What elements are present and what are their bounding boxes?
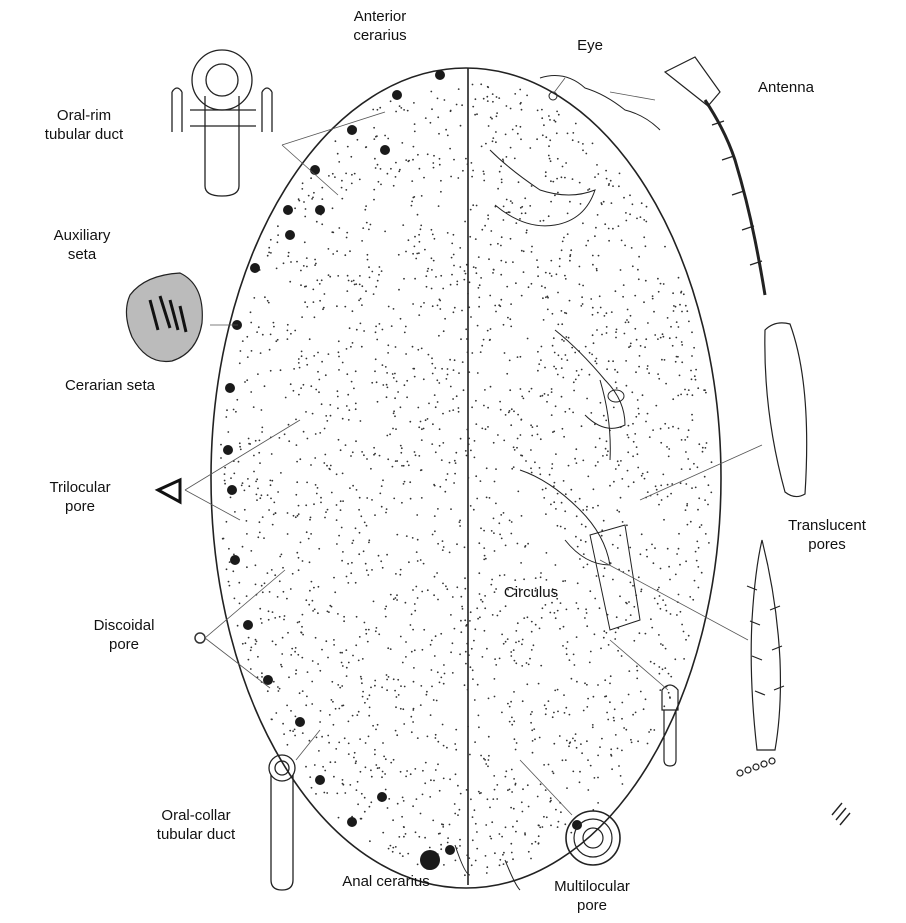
label-oral-rim-1: Oral-rim: [57, 107, 111, 124]
label-auxiliary-seta-2: seta: [68, 246, 97, 263]
antenna-detail: [665, 57, 765, 295]
label-anal-cerarius: Anal cerarius: [342, 873, 430, 890]
hind-leg-outline: [751, 540, 780, 750]
cerarius-cluster: [295, 717, 305, 727]
multilocular-pore-icon: [566, 811, 620, 865]
cerarius-cluster: [377, 792, 387, 802]
small-mark: [832, 803, 850, 825]
cerarius-cluster: [392, 90, 402, 100]
label-oral-collar-2: tubular duct: [157, 826, 236, 843]
circulus-area-mark: [608, 390, 624, 402]
ventral-features: [455, 76, 660, 890]
cerarius-cluster: [243, 620, 253, 630]
cerarius-cluster: [223, 445, 233, 455]
labels: Anterior cerarius Eye Antenna Oral-rim t…: [45, 8, 867, 914]
label-discoidal-2: pore: [109, 636, 139, 653]
label-trilocular-1: Trilocular: [49, 479, 110, 496]
cerarius-cluster: [347, 817, 357, 827]
cerarius-cluster: [310, 165, 320, 175]
body-stipple: [220, 83, 712, 876]
cerarius-cluster: [285, 230, 295, 240]
label-oral-rim-2: tubular duct: [45, 126, 124, 143]
cerarius-cluster: [227, 485, 237, 495]
cerarius-cluster: [435, 70, 445, 80]
label-trilocular-2: pore: [65, 498, 95, 515]
cerarius-cluster: [225, 383, 235, 393]
anal-seta-right: [505, 860, 520, 890]
label-oral-collar-1: Oral-collar: [161, 807, 230, 824]
cerarius-cluster: [347, 125, 357, 135]
discoidal-pore-icon: [195, 633, 205, 643]
translucent-pore-oval: [765, 323, 807, 497]
translucent-pore-detail: [765, 323, 807, 497]
label-translucent-2: pores: [808, 536, 846, 553]
antenna-scape: [665, 57, 720, 106]
cerarius-cluster: [315, 205, 325, 215]
cerarius-cluster: [250, 263, 260, 273]
hind-leg-pores: [737, 758, 775, 776]
label-eye: Eye: [577, 37, 603, 54]
label-multilocular-2: pore: [577, 897, 607, 914]
antenna-base: [540, 76, 660, 130]
leader-lines: [185, 78, 762, 815]
cerarian-detail: [126, 273, 202, 362]
trilocular-pore-icon: [158, 480, 180, 502]
oral-rim-duct-detail: [172, 50, 272, 196]
label-multilocular-1: Multilocular: [554, 878, 630, 895]
cerarius-cluster: [315, 775, 325, 785]
cerarius-cluster: [283, 205, 293, 215]
label-translucent-1: Translucent: [788, 517, 867, 534]
label-circulus: Circulus: [504, 584, 558, 601]
label-anterior-cerarius-1: Anterior: [354, 8, 407, 25]
cerarius-cluster: [380, 145, 390, 155]
cerarii-marks: [223, 70, 582, 870]
label-discoidal-1: Discoidal: [94, 617, 155, 634]
hind-leg-detail: [737, 540, 784, 776]
foreleg: [490, 150, 595, 226]
cerarius-cluster: [230, 555, 240, 565]
hindleg: [520, 470, 610, 565]
label-cerarian-seta: Cerarian seta: [65, 377, 156, 394]
cerarius-cluster: [445, 845, 455, 855]
mealybug-body: [211, 68, 721, 888]
midleg: [555, 330, 625, 428]
label-auxiliary-seta-1: Auxiliary: [54, 227, 111, 244]
label-anterior-cerarius-2: cerarius: [353, 27, 406, 44]
label-antenna: Antenna: [758, 79, 815, 96]
cerarius-cluster: [420, 850, 440, 870]
